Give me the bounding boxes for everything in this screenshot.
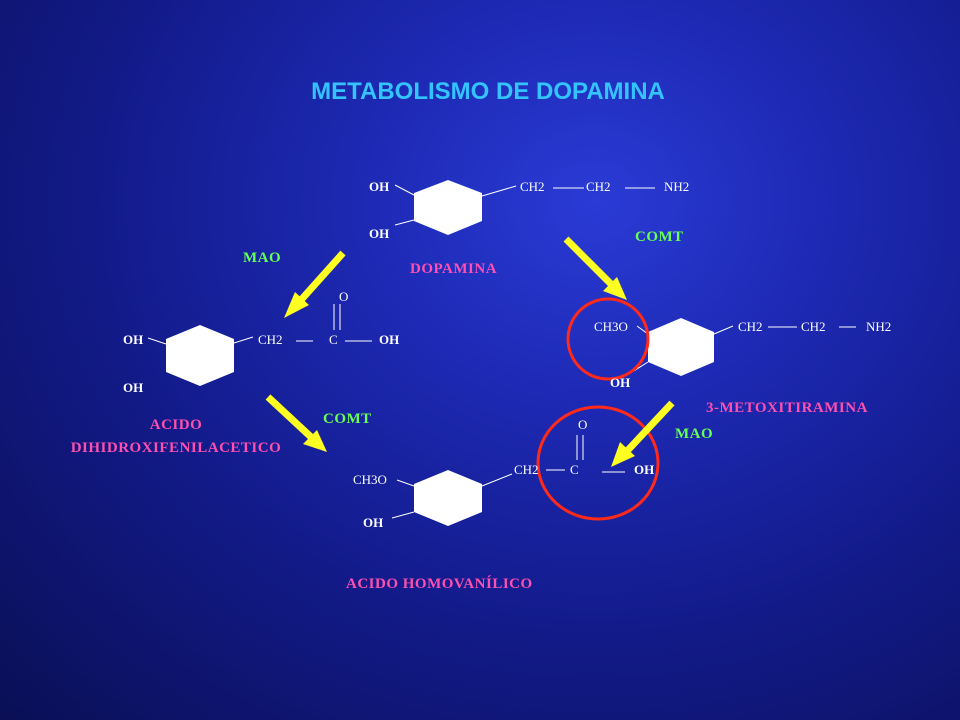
hva-oh-acid: OH: [634, 462, 655, 477]
dopamine-benzene-ring: [414, 180, 482, 235]
methoxytyramine-ch2-a: CH2: [738, 319, 763, 334]
dopamine-oh-bottom: OH: [369, 226, 390, 241]
hva-oh: OH: [363, 515, 384, 530]
dopac-oh-acid: OH: [379, 332, 400, 347]
dopac-name-line2: DIHIDROXIFENILACETICO: [70, 440, 282, 456]
arrow-comt-right: [563, 236, 627, 300]
enzyme-mao-right: MAO: [675, 426, 714, 442]
methoxytyramine-benzene-ring: [648, 318, 714, 376]
bond: [481, 185, 517, 197]
dopamine-oh-top: OH: [369, 179, 390, 194]
hva-ch2: CH2: [514, 462, 539, 477]
dopac-name-line1: ACIDO: [149, 417, 203, 433]
dopac-o: O: [339, 289, 349, 304]
hva-o: O: [578, 417, 588, 432]
dopac-ch2: CH2: [258, 332, 283, 347]
hva-name: ACIDO HOMOVANÍLICO: [346, 576, 533, 592]
methoxytyramine-nh2: NH2: [866, 319, 892, 334]
bond: [147, 337, 167, 345]
bond: [713, 325, 734, 335]
enzyme-comt-right: COMT: [635, 229, 684, 245]
arrow-comt-bottom: [265, 394, 327, 452]
bond: [394, 219, 415, 226]
arrow-mao-right: [611, 400, 675, 467]
dopac-benzene-ring: [166, 325, 234, 386]
methoxytyramine-name: 3-METOXITIRAMINA: [706, 400, 868, 416]
hva-c: C: [570, 462, 579, 477]
methoxytyramine-ch2-b: CH2: [801, 319, 826, 334]
acid-highlight-circle: [536, 405, 660, 521]
bond: [481, 473, 513, 487]
dopac-oh-top: OH: [123, 332, 144, 347]
page-title: METABOLISMO DE DOPAMINA: [311, 78, 665, 105]
dopac-oh-bottom: OH: [123, 380, 144, 395]
hva-ch3o: CH3O: [353, 472, 387, 487]
methoxytyramine-ch3o: CH3O: [594, 319, 628, 334]
hva-benzene-ring: [414, 470, 482, 526]
dopamine-name: DOPAMINA: [410, 261, 498, 277]
enzyme-mao-left: MAO: [243, 250, 282, 266]
bond: [233, 336, 254, 344]
enzyme-comt-bottom: COMT: [323, 411, 372, 427]
methoxy-highlight-circle: [566, 297, 650, 381]
dopamine-ch2-b: CH2: [586, 179, 611, 194]
bond: [396, 479, 415, 487]
dopac-c: C: [329, 332, 338, 347]
arrow-mao-left: [284, 250, 346, 318]
dopamine-nh2: NH2: [664, 179, 690, 194]
bond: [391, 511, 415, 519]
methoxytyramine-oh: OH: [610, 375, 631, 390]
bond: [394, 184, 415, 196]
dopamine-ch2-a: CH2: [520, 179, 545, 194]
